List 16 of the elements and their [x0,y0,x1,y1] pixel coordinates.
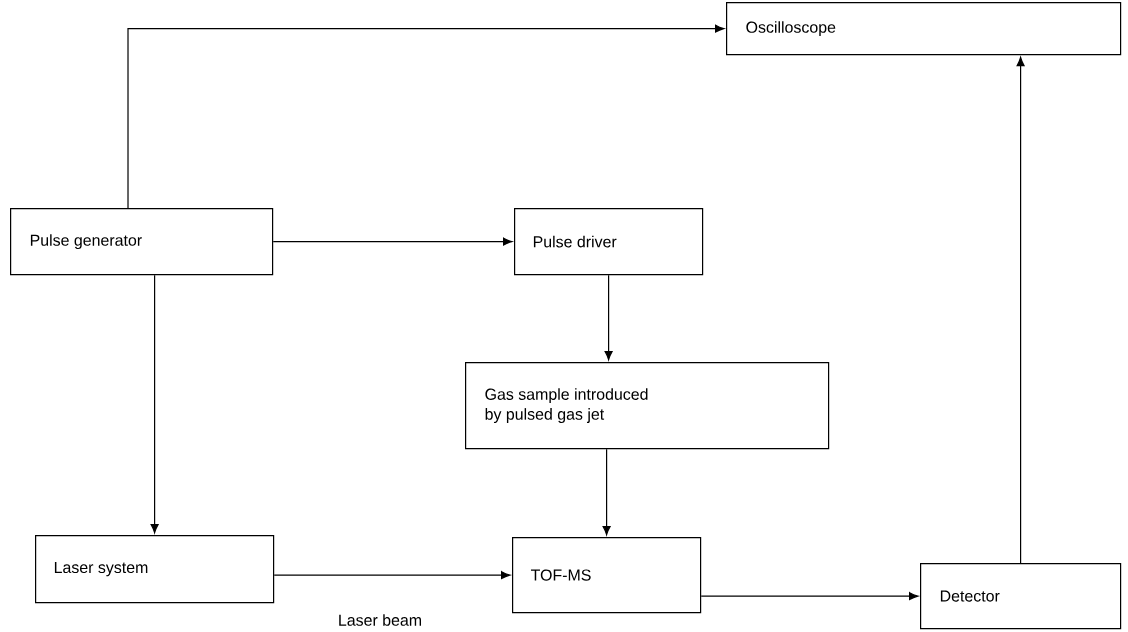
arrow [604,274,613,361]
arrow [1016,56,1025,564]
process-box: Detector [920,563,1122,630]
arrow [273,571,511,580]
arrow [127,24,725,209]
arrow [150,274,159,534]
process-box: Pulse generator [10,208,274,276]
process-box: TOF-MS [512,537,702,614]
process-box: Oscilloscope [726,2,1122,56]
process-box: Gas sample introduced by pulsed gas jet [465,362,830,450]
arrow [272,237,513,246]
arrow [602,448,611,536]
label-text: Laser beam [339,614,421,626]
process-box: Laser system [35,535,275,604]
process-box: Pulse driver [514,208,704,276]
arrow [700,592,919,601]
